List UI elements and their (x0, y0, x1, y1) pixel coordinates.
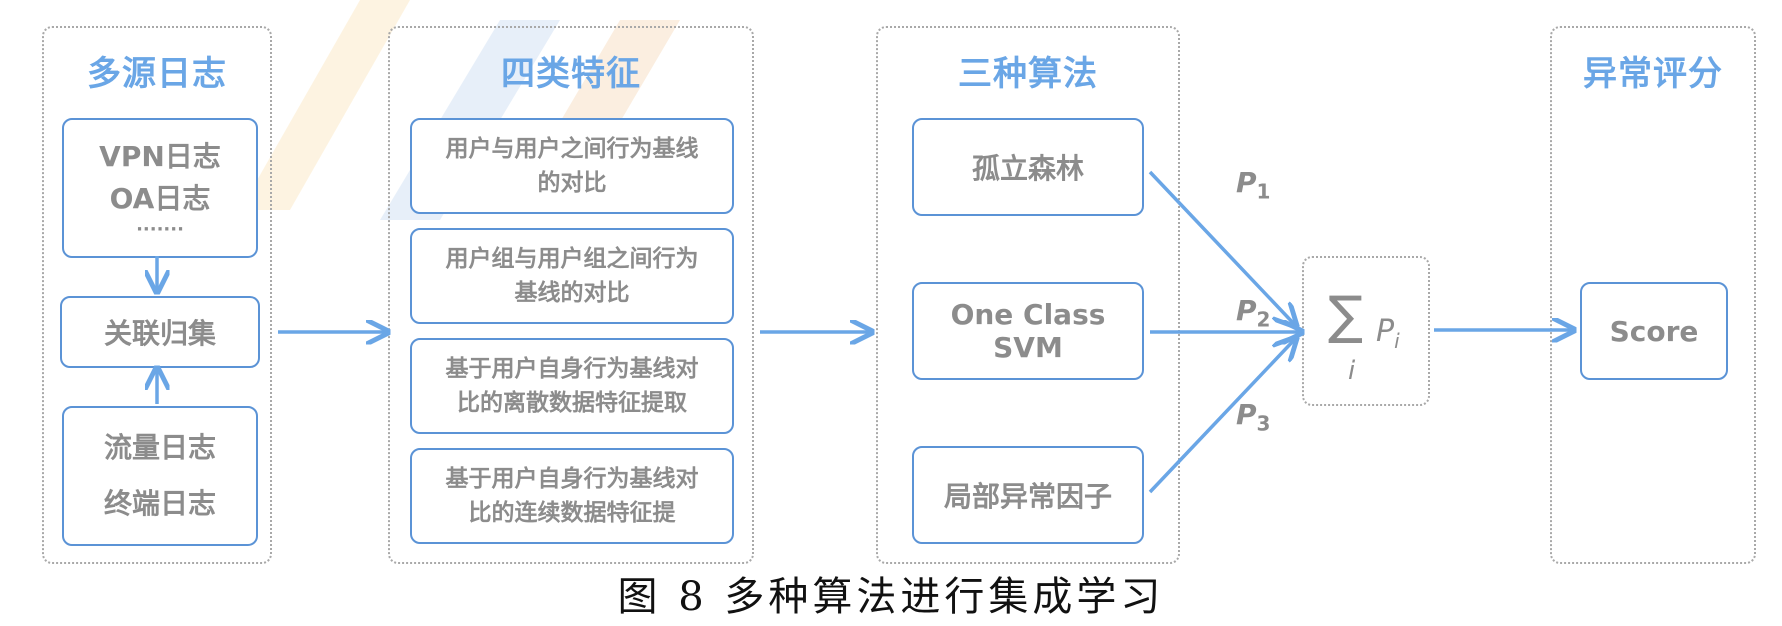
algo-lof: 局部异常因子 (912, 446, 1144, 544)
correlate-label: 关联归集 (103, 317, 216, 350)
panel-algorithms: 三种算法 孤立森林 One Class SVM 局部异常因子 (876, 26, 1180, 564)
weight-label-p2: P2 (1236, 294, 1271, 332)
figure-caption: 图 8 多种算法进行集成学习 (617, 574, 1165, 620)
log-oa: OA日志 (109, 182, 211, 215)
sum-box: ∑ i Pi (1302, 256, 1430, 406)
log-traffic: 流量日志 (103, 431, 216, 464)
feature-item-label: 用户组与用户组之间行为 基线的对比 (445, 246, 699, 306)
algo-label: 孤立森林 (971, 152, 1084, 185)
panel-score-title: 异常评分 (1583, 54, 1723, 94)
panel-features-title: 四类特征 (501, 54, 641, 94)
feature-item: 用户组与用户组之间行为 基线的对比 (410, 228, 734, 324)
log-sources-box-top: VPN日志 OA日志 ······· (62, 118, 258, 258)
feature-item: 基于用户自身行为基线对 比的离散数据特征提取 (410, 338, 734, 434)
algo-label: 局部异常因子 (943, 480, 1112, 513)
log-vpn: VPN日志 (99, 140, 221, 173)
feature-item: 用户与用户之间行为基线 的对比 (410, 118, 734, 214)
algo-one-class-svm: One Class SVM (912, 282, 1144, 380)
log-sources-box-bottom: 流量日志 终端日志 (62, 406, 258, 546)
sum-symbol: ∑ (1328, 286, 1364, 346)
weight-label-p3: P3 (1236, 398, 1271, 436)
sum-index: i (1348, 356, 1356, 386)
log-terminal: 终端日志 (103, 487, 216, 520)
algo-label: One Class SVM (950, 298, 1106, 364)
arrow-algo3-to-sum (1148, 338, 1296, 494)
panel-score: 异常评分 Score (1550, 26, 1756, 564)
feature-item-label: 用户与用户之间行为基线 的对比 (445, 136, 699, 196)
score-label: Score (1609, 314, 1699, 348)
panel-sources: 多源日志 VPN日志 OA日志 ······· 关联归集 流量日志 终端日志 (42, 26, 272, 564)
score-box: Score (1580, 282, 1728, 380)
panel-algorithms-title: 三种算法 (958, 54, 1098, 94)
log-more: ······· (136, 219, 184, 240)
arrow-algo1-to-sum (1148, 170, 1296, 326)
feature-item: 基于用户自身行为基线对 比的连续数据特征提 (410, 448, 734, 544)
panel-features: 四类特征 用户与用户之间行为基线 的对比 用户组与用户组之间行为 基线的对比 基… (388, 26, 754, 564)
sum-term: Pi (1376, 314, 1400, 353)
panel-sources-title: 多源日志 (87, 54, 227, 94)
feature-item-label: 基于用户自身行为基线对 比的离散数据特征提取 (445, 356, 699, 416)
weight-label-p1: P1 (1236, 166, 1271, 204)
feature-item-label: 基于用户自身行为基线对 比的连续数据特征提 (445, 466, 699, 526)
algo-isolation-forest: 孤立森林 (912, 118, 1144, 216)
